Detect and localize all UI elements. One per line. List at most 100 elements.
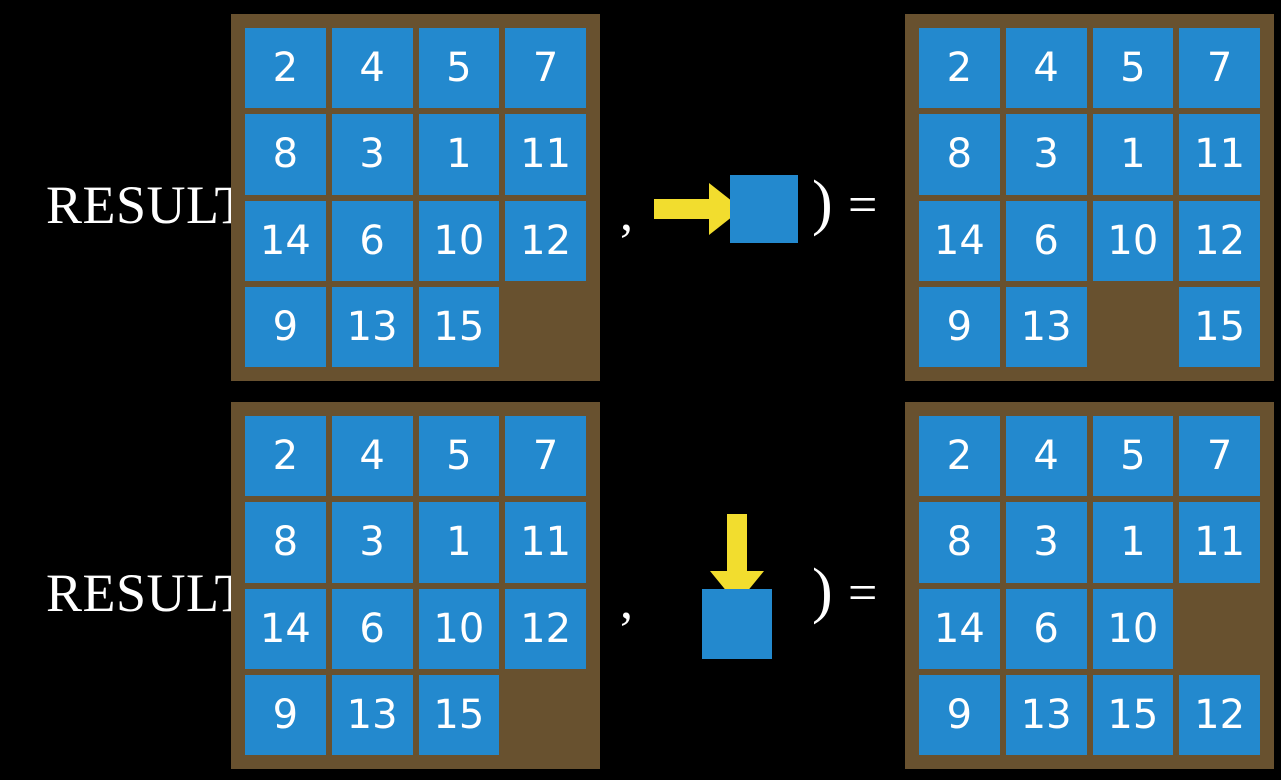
puzzle-tile[interactable]: 3 bbox=[1005, 502, 1087, 583]
puzzle-tile[interactable]: 10 bbox=[1092, 588, 1174, 669]
puzzle-tile[interactable]: 5 bbox=[418, 416, 500, 497]
puzzle-tile[interactable]: 7 bbox=[1179, 28, 1260, 109]
puzzle-tile[interactable]: 15 bbox=[418, 674, 500, 755]
puzzle-tile[interactable]: 8 bbox=[919, 502, 1000, 583]
puzzle-tile[interactable]: 15 bbox=[418, 286, 500, 367]
puzzle-tile-number: 2 bbox=[946, 433, 973, 480]
puzzle-tile[interactable]: 4 bbox=[1005, 28, 1087, 109]
puzzle-tile[interactable]: 8 bbox=[245, 502, 326, 583]
puzzle-tile[interactable]: 14 bbox=[245, 588, 326, 669]
puzzle-tile[interactable]: 13 bbox=[1005, 286, 1087, 367]
move-down-arrow-icon bbox=[710, 514, 764, 604]
puzzle-tile-number: 7 bbox=[532, 45, 559, 92]
puzzle-empty-slot bbox=[1093, 287, 1174, 367]
equals-sign-top: = bbox=[848, 177, 878, 234]
puzzle-tile-number: 3 bbox=[1033, 131, 1059, 178]
puzzle-tile[interactable]: 13 bbox=[331, 674, 413, 755]
puzzle-tile[interactable]: 3 bbox=[1005, 114, 1087, 195]
puzzle-tile-number: 6 bbox=[359, 217, 385, 264]
puzzle-tile[interactable]: 15 bbox=[1179, 286, 1260, 367]
puzzle-tile-number: 7 bbox=[1206, 433, 1233, 480]
puzzle-tile[interactable]: 2 bbox=[245, 416, 326, 497]
puzzle-tile[interactable]: 10 bbox=[1092, 200, 1174, 281]
puzzle-tile[interactable]: 14 bbox=[245, 200, 326, 281]
puzzle-tile[interactable]: 2 bbox=[245, 28, 326, 109]
puzzle-tile[interactable]: 7 bbox=[505, 416, 586, 497]
puzzle-tile-number: 12 bbox=[520, 217, 572, 264]
puzzle-tile-number: 11 bbox=[520, 519, 572, 566]
puzzle-tile[interactable]: 12 bbox=[1179, 200, 1260, 281]
puzzle-tile-number: 3 bbox=[359, 131, 385, 178]
puzzle-tile[interactable]: 7 bbox=[505, 28, 586, 109]
puzzle-tile-number: 13 bbox=[1020, 691, 1072, 738]
puzzle-tile[interactable]: 11 bbox=[505, 114, 586, 195]
puzzle-tile[interactable]: 8 bbox=[245, 114, 326, 195]
puzzle-tile[interactable]: 14 bbox=[919, 200, 1000, 281]
puzzle-tile[interactable]: 7 bbox=[1179, 416, 1260, 497]
puzzle-tile-number: 13 bbox=[346, 691, 398, 738]
puzzle-tile[interactable]: 13 bbox=[1005, 674, 1087, 755]
puzzle-empty-slot bbox=[505, 287, 586, 367]
puzzle-tile[interactable]: 6 bbox=[1005, 200, 1087, 281]
puzzle-tile[interactable]: 15 bbox=[1092, 674, 1174, 755]
puzzle-tile[interactable]: 4 bbox=[331, 416, 413, 497]
puzzle-tile-number: 13 bbox=[1020, 303, 1072, 350]
puzzle-tile[interactable]: 12 bbox=[505, 588, 586, 669]
moving-tile-top[interactable] bbox=[730, 175, 798, 243]
puzzle-tile[interactable]: 4 bbox=[1005, 416, 1087, 497]
puzzle-tile-number: 2 bbox=[946, 45, 973, 92]
puzzle-tile-number: 11 bbox=[1194, 519, 1246, 566]
puzzle-tile[interactable]: 10 bbox=[418, 200, 500, 281]
puzzle-tile-number: 12 bbox=[520, 605, 572, 652]
puzzle-tile[interactable]: 11 bbox=[1179, 502, 1260, 583]
puzzle-tile[interactable]: 5 bbox=[1092, 28, 1174, 109]
puzzle-tile-number: 10 bbox=[1107, 217, 1159, 264]
puzzle-tile[interactable]: 6 bbox=[331, 200, 413, 281]
puzzle-tile[interactable]: 12 bbox=[1179, 674, 1260, 755]
puzzle-tile[interactable]: 1 bbox=[418, 502, 500, 583]
puzzle-tile-number: 3 bbox=[359, 519, 385, 566]
puzzle-tile[interactable]: 1 bbox=[1092, 502, 1174, 583]
puzzle-tile-number: 14 bbox=[259, 217, 311, 264]
puzzle-tile-number: 5 bbox=[1120, 433, 1146, 480]
puzzle-tile[interactable]: 13 bbox=[331, 286, 413, 367]
comma-separator-top: , bbox=[620, 185, 633, 242]
puzzle-tile[interactable]: 3 bbox=[331, 502, 413, 583]
puzzle-tile-number: 9 bbox=[272, 303, 299, 350]
puzzle-tile[interactable]: 9 bbox=[245, 674, 326, 755]
puzzle-tile[interactable]: 6 bbox=[1005, 588, 1087, 669]
puzzle-tile[interactable]: 9 bbox=[919, 286, 1000, 367]
puzzle-tile[interactable]: 10 bbox=[418, 588, 500, 669]
puzzle-tile[interactable]: 14 bbox=[919, 588, 1000, 669]
puzzle-tile[interactable]: 1 bbox=[418, 114, 500, 195]
moving-tile-bottom[interactable] bbox=[702, 589, 772, 659]
puzzle-tile[interactable]: 2 bbox=[919, 28, 1000, 109]
puzzle-tile[interactable]: 6 bbox=[331, 588, 413, 669]
puzzle-tile-number: 1 bbox=[1120, 131, 1146, 178]
puzzle-tile[interactable]: 2 bbox=[919, 416, 1000, 497]
puzzle-tile-number: 9 bbox=[946, 691, 973, 738]
puzzle-tile-number: 8 bbox=[946, 131, 973, 178]
puzzle-tile[interactable]: 9 bbox=[245, 286, 326, 367]
puzzle-tile[interactable]: 4 bbox=[331, 28, 413, 109]
puzzle-tile-number: 5 bbox=[446, 45, 472, 92]
puzzle-tile[interactable]: 5 bbox=[418, 28, 500, 109]
puzzle-tile-number: 5 bbox=[1120, 45, 1146, 92]
puzzle-tile[interactable]: 9 bbox=[919, 674, 1000, 755]
puzzle-tile-number: 12 bbox=[1194, 691, 1246, 738]
puzzle-tile[interactable]: 12 bbox=[505, 200, 586, 281]
puzzle-tile[interactable]: 11 bbox=[1179, 114, 1260, 195]
puzzle-tile[interactable]: 11 bbox=[505, 502, 586, 583]
puzzle-tile-number: 7 bbox=[532, 433, 559, 480]
puzzle-tile[interactable]: 5 bbox=[1092, 416, 1174, 497]
puzzle-tile-number: 7 bbox=[1206, 45, 1233, 92]
puzzle-tile-number: 2 bbox=[272, 45, 299, 92]
puzzle-tile-number: 12 bbox=[1194, 217, 1246, 264]
puzzle-tile[interactable]: 1 bbox=[1092, 114, 1174, 195]
puzzle-tile[interactable]: 8 bbox=[919, 114, 1000, 195]
puzzle-tile[interactable]: 3 bbox=[331, 114, 413, 195]
